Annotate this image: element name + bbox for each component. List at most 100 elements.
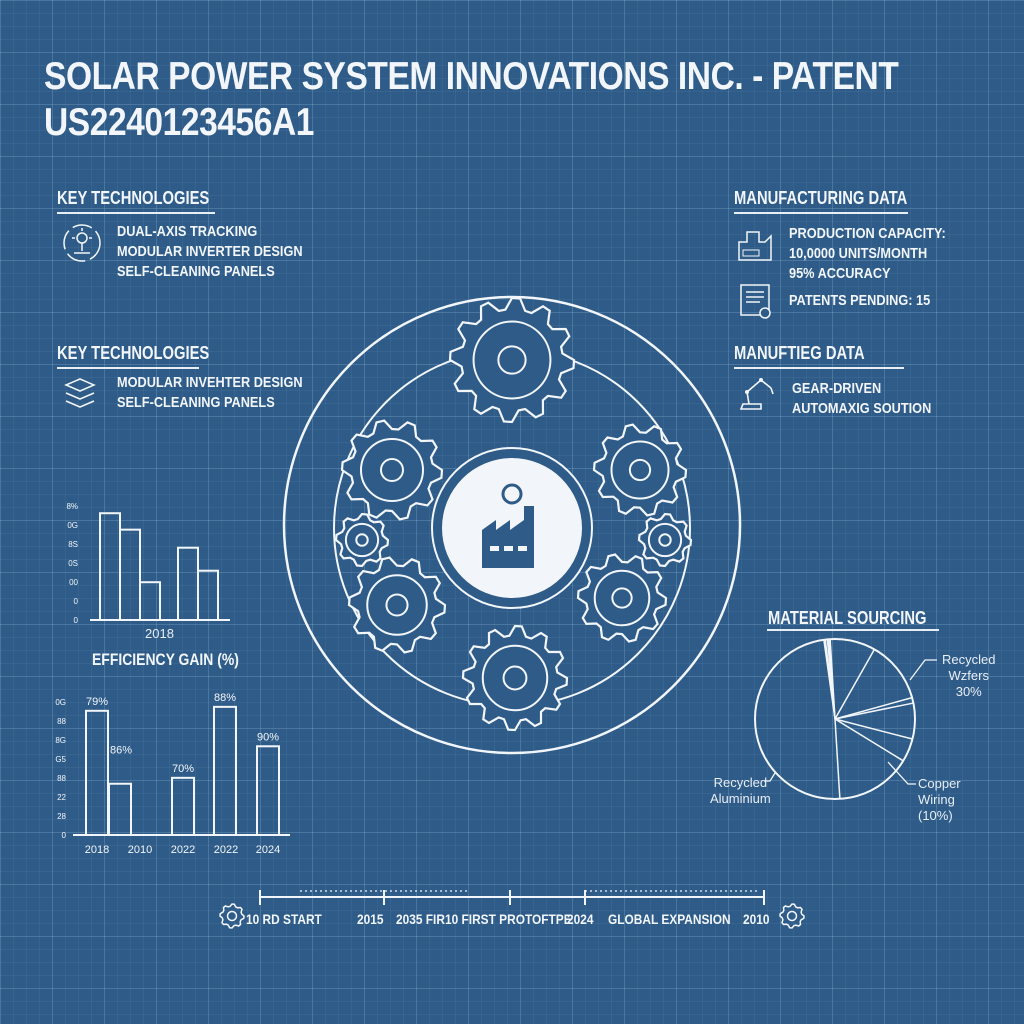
sun-icon xyxy=(501,483,523,505)
timeline-label: 2035 FIR10 FIRST PROTOFTPE xyxy=(396,911,572,927)
list-item: AUTOMAXIG SOUTION xyxy=(792,400,932,417)
y-tick-label: 0 xyxy=(74,597,79,606)
bar xyxy=(171,776,195,836)
list-item: 10,0000 UNITS/MONTH xyxy=(789,245,928,262)
pie-slice-edge xyxy=(834,718,904,762)
stacked-panels-icon xyxy=(64,378,96,408)
leader-line xyxy=(909,659,937,681)
growth-chart-icon xyxy=(610,440,670,500)
list-item: DUAL-AXIS TRACKING xyxy=(117,223,258,240)
list-item: PRODUCTION CAPACITY: xyxy=(789,225,946,242)
x-tick-label: 2018 xyxy=(145,626,174,641)
y-tick-label: 0 xyxy=(74,616,79,625)
pie-slice-edge xyxy=(834,718,913,740)
timeline-label: 10 RD START xyxy=(246,911,322,927)
gear-hub xyxy=(380,458,404,482)
data-label: 90% xyxy=(257,731,279,743)
gear-icon xyxy=(219,903,245,929)
gear xyxy=(461,624,569,732)
solar-tracker-icon xyxy=(63,224,101,262)
y-tick-label: 0S xyxy=(68,559,78,568)
gear-icon xyxy=(481,644,549,712)
timeline-label: 2024 xyxy=(567,911,594,927)
gear xyxy=(347,556,447,654)
y-tick-label: 88 xyxy=(57,774,66,783)
manufacturing-data-panel-2: MANUFTIEG DATA GEAR-DRIVEN AUTOMAXIG SOU… xyxy=(734,343,931,417)
gear-hub xyxy=(502,665,528,691)
timeline-label: 2010 xyxy=(743,911,770,927)
robot-arm-icon xyxy=(739,378,774,410)
x-tick-label: 2022 xyxy=(214,844,238,856)
pie-slice-edge xyxy=(829,639,836,720)
pie-slice-edge xyxy=(834,718,841,799)
list-item: MODULAR INVERTER DESIGN xyxy=(117,243,303,260)
y-tick-label: 8S xyxy=(68,540,78,549)
bar xyxy=(85,709,109,836)
gear-hub xyxy=(497,345,527,375)
gear-hub xyxy=(628,458,652,482)
x-tick-label: 2010 xyxy=(128,844,152,856)
gear-hub xyxy=(786,910,798,922)
tools-icon xyxy=(360,438,424,502)
y-tick-label: 8G xyxy=(55,736,66,745)
y-tick-label: 00 xyxy=(69,578,78,587)
pie-slice-edge xyxy=(834,702,914,720)
title-line-2: US2240123456A1 xyxy=(44,101,314,144)
data-label: 88% xyxy=(214,692,236,704)
leader-line xyxy=(764,772,776,782)
y-tick-label: 8% xyxy=(66,502,78,511)
center-disc xyxy=(442,458,582,598)
y-tick-label: G5 xyxy=(55,755,66,764)
certificate-icon xyxy=(740,284,771,319)
data-label: 79% xyxy=(86,696,108,708)
page-title: SOLAR POWER SYSTEM INNOVATIONS INC. - PA… xyxy=(44,54,956,146)
material-sourcing-heading: MATERIAL SOURCING xyxy=(768,608,961,632)
timeline-label: 2015 xyxy=(357,911,384,927)
timeline-label: GLOBAL EXPANSION xyxy=(608,911,731,927)
y-tick-label: 0G xyxy=(67,521,78,530)
globe-icon xyxy=(593,569,651,627)
gear xyxy=(576,553,668,643)
y-tick-label: 88 xyxy=(57,717,66,726)
factory-window xyxy=(490,546,499,551)
y-tick-label: 0G xyxy=(55,698,66,707)
gear-hub xyxy=(385,593,409,617)
x-tick-label: 2022 xyxy=(171,844,195,856)
list-item: MODULAR INVEHTER DESIGN xyxy=(117,374,303,391)
panel-heading: KEY TECHNOLOGIES xyxy=(57,343,210,363)
solar-house-icon xyxy=(472,320,552,400)
list-item: GEAR-DRIVEN xyxy=(792,380,882,397)
factory-window xyxy=(504,546,513,551)
bar xyxy=(197,569,219,622)
title-line-1: SOLAR POWER SYSTEM INNOVATIONS INC. - PA… xyxy=(44,55,899,98)
bar xyxy=(213,705,237,836)
panel-heading: KEY TECHNOLOGIES xyxy=(57,188,210,208)
factory-icon xyxy=(738,231,772,261)
list-item: 95% ACCURACY xyxy=(789,265,891,282)
data-label: 86% xyxy=(110,745,132,757)
bar xyxy=(108,782,132,836)
gear xyxy=(334,512,390,568)
gear xyxy=(340,419,444,521)
chart-title: MATERIAL SOURCING xyxy=(768,608,927,628)
data-label: 70% xyxy=(172,763,194,775)
gear-hub xyxy=(355,533,369,547)
gear xyxy=(637,512,693,568)
gear-hub xyxy=(226,910,238,922)
y-tick-label: 0 xyxy=(62,831,67,840)
gear-icon xyxy=(647,522,683,558)
key-technologies-panel-1: KEY TECHNOLOGIES DUAL-AXIS TRACKING MODU… xyxy=(57,188,303,280)
gear-hub xyxy=(658,533,672,547)
list-item: SELF-CLEANING PANELS xyxy=(117,394,275,411)
battery-icon xyxy=(366,574,428,636)
y-tick-label: 28 xyxy=(57,812,66,821)
pie-slice-edge xyxy=(834,649,876,720)
factory-window xyxy=(518,546,527,551)
